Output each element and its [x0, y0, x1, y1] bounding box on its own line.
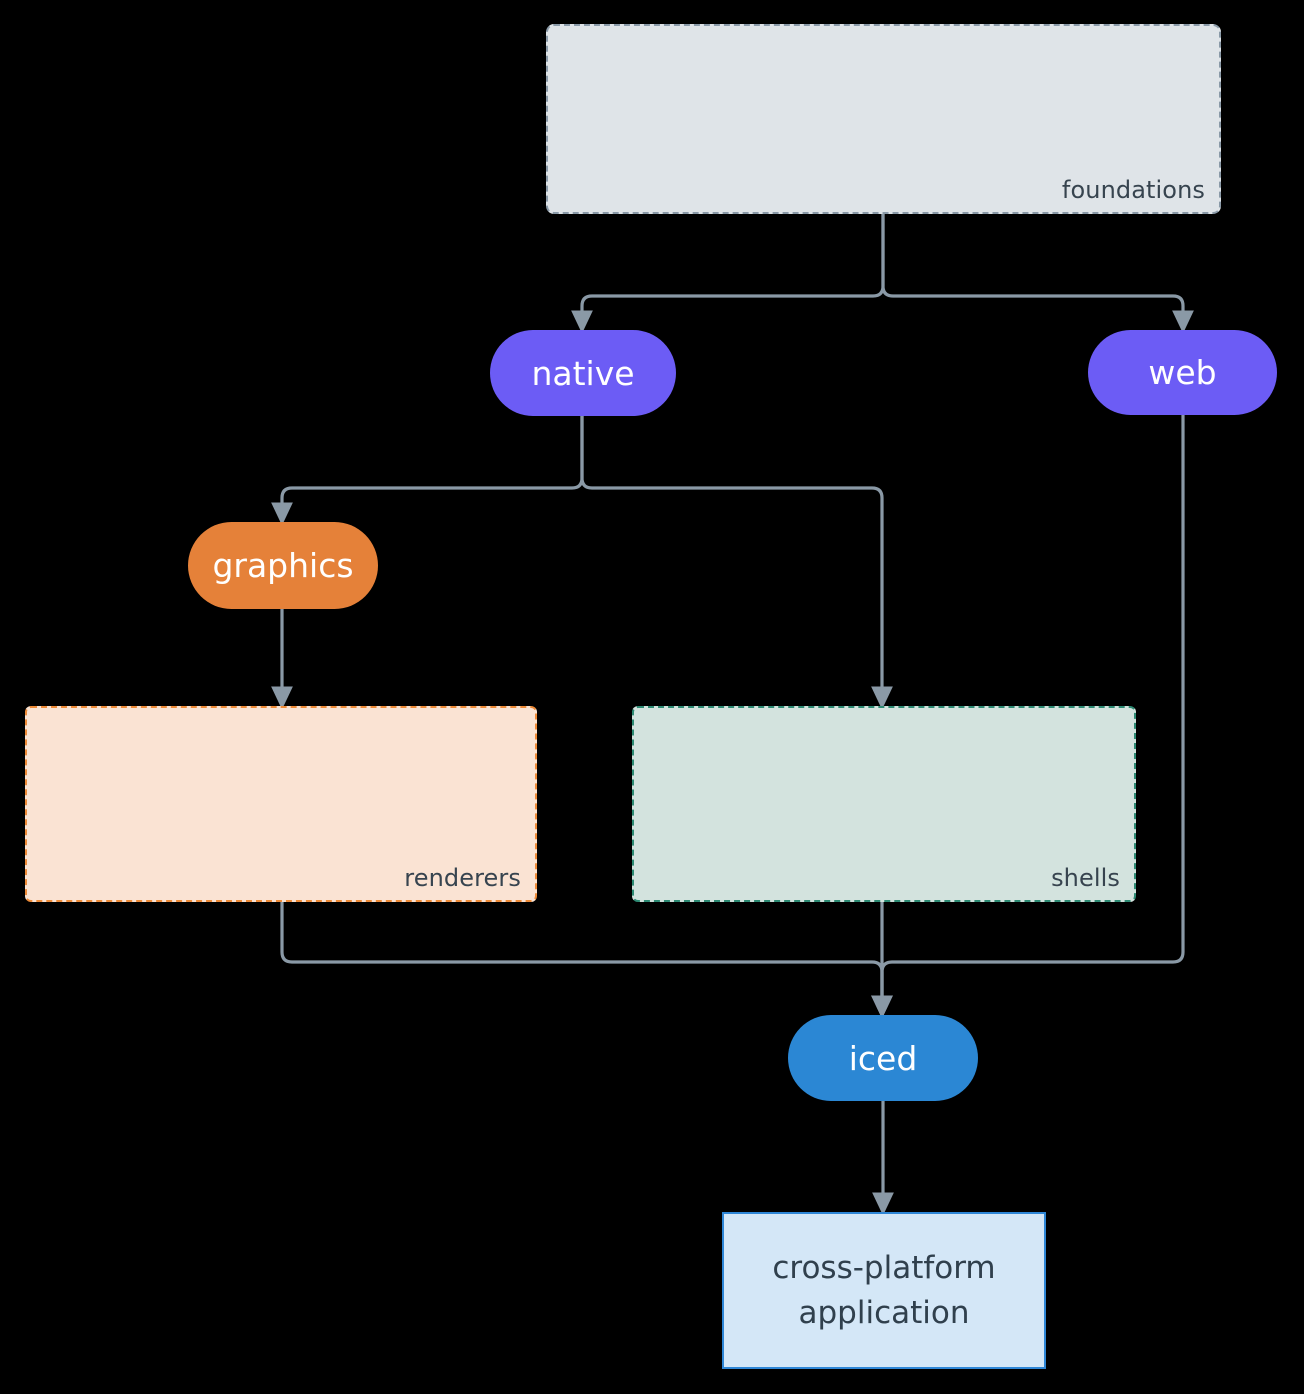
node-graphics-label: graphics: [212, 546, 354, 585]
edge-web-iced: [871, 415, 1185, 1019]
node-cross-platform-application[interactable]: cross-platform application: [722, 1212, 1046, 1369]
group-label-shells: shells: [1051, 864, 1120, 892]
group-shells: shells: [632, 706, 1136, 902]
edge-native-graphics: [271, 416, 584, 526]
node-app-label-line1: cross-platform: [772, 1249, 996, 1286]
group-renderers: renderers: [25, 706, 537, 902]
edge-native-shells: [580, 416, 893, 710]
node-graphics[interactable]: graphics: [188, 522, 378, 609]
node-web[interactable]: web: [1088, 330, 1277, 415]
group-label-renderers: renderers: [404, 864, 521, 892]
node-iced-label: iced: [848, 1038, 918, 1078]
node-web-label: web: [1148, 353, 1217, 392]
node-native-label: native: [531, 353, 635, 393]
edge-foundations-web: [881, 214, 1194, 334]
node-app-label-line2: application: [798, 1294, 970, 1331]
node-native[interactable]: native: [490, 330, 676, 416]
edge-foundations-native: [571, 214, 885, 334]
node-iced[interactable]: iced: [788, 1015, 978, 1101]
edge-renderers-iced: [280, 902, 893, 1019]
group-label-foundations: foundations: [1061, 176, 1205, 204]
group-foundations: foundations: [546, 24, 1221, 214]
